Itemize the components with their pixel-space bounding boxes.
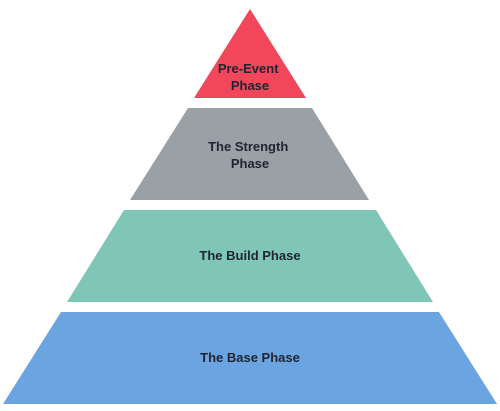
tier-base-label: The Base Phase bbox=[200, 350, 300, 365]
tier-strength-shape bbox=[130, 108, 369, 200]
tier-base: The Base Phase bbox=[3, 312, 497, 404]
tier-base-label-line-1: The Base Phase bbox=[200, 350, 300, 365]
tier-build-shape bbox=[67, 210, 433, 302]
tier-pre-event-label-line-2: Phase bbox=[231, 78, 269, 93]
tier-build-label: The Build Phase bbox=[199, 248, 300, 263]
tier-strength-label-line-2: Phase bbox=[231, 156, 269, 171]
tier-strength-label-line-1: The Strength bbox=[208, 139, 288, 154]
tier-build-label-line-1: The Build Phase bbox=[199, 248, 300, 263]
tier-build: The Build Phase bbox=[67, 210, 433, 302]
tier-pre-event-label: Pre-Event Phase bbox=[218, 61, 282, 93]
tier-pre-event-label-line-1: Pre-Event bbox=[218, 61, 279, 76]
tier-pre-event-shape bbox=[194, 9, 306, 98]
tier-strength-label: The Strength Phase bbox=[208, 139, 292, 171]
tier-base-shape bbox=[3, 312, 497, 404]
tier-strength: The Strength Phase bbox=[130, 108, 369, 200]
tier-pre-event: Pre-Event Phase bbox=[194, 9, 306, 98]
